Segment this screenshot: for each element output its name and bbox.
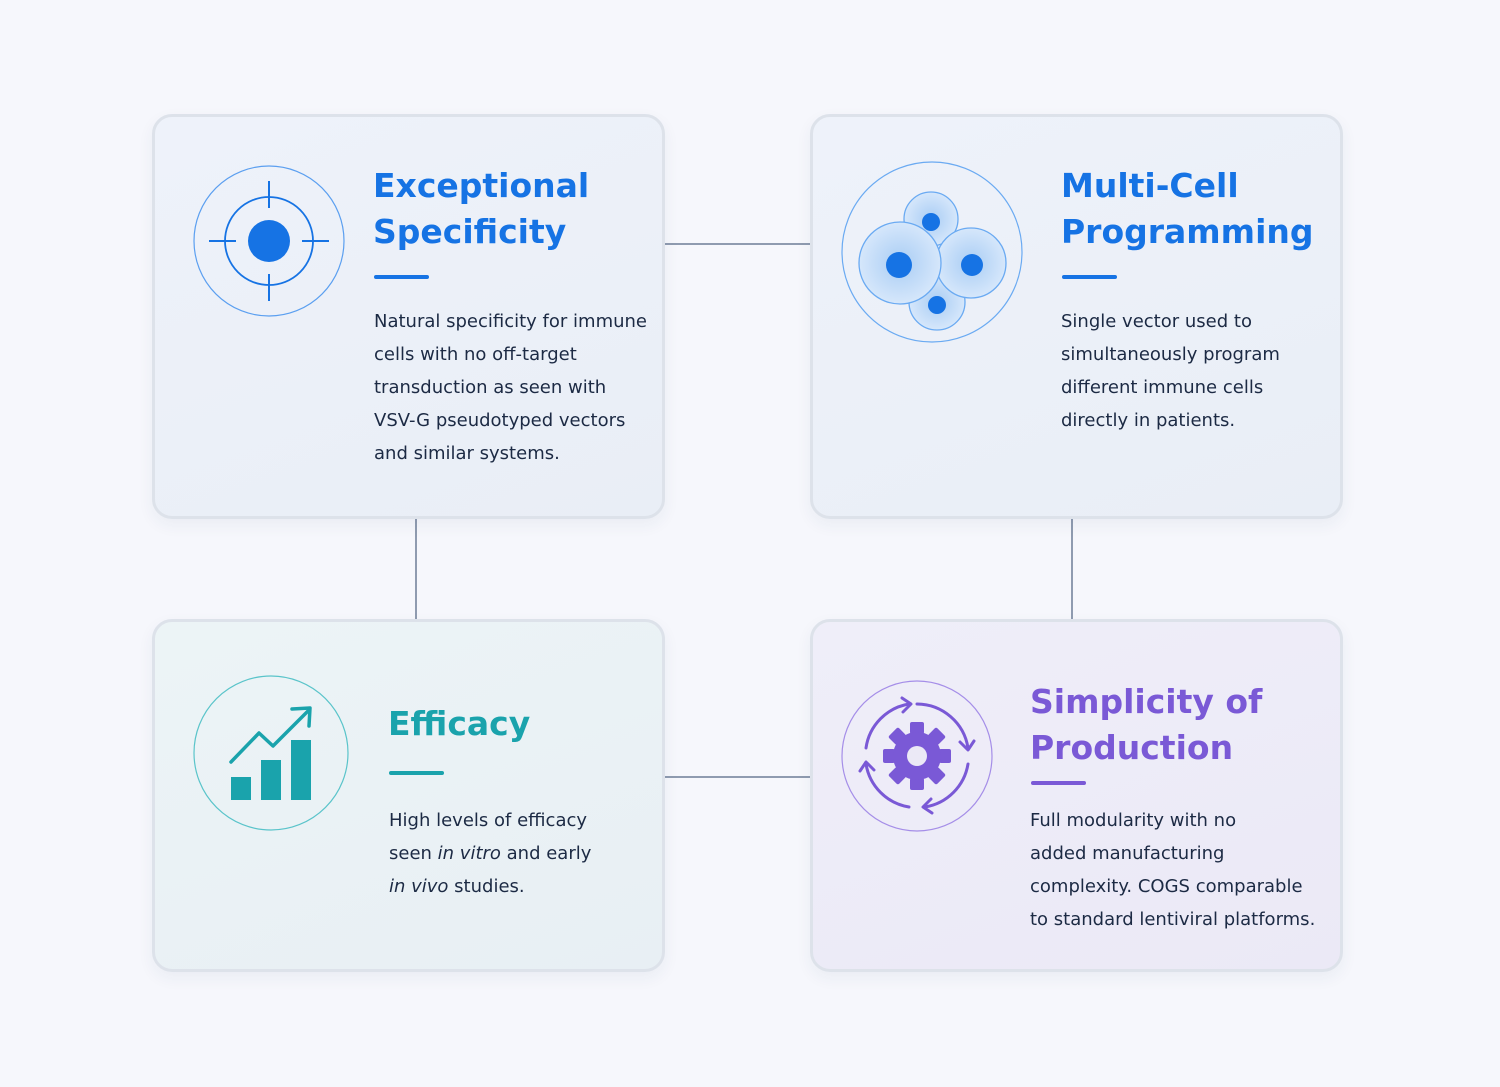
desc-line: added manufacturing: [1030, 843, 1225, 864]
desc-line: different immune cells: [1061, 377, 1264, 398]
desc-text: and early: [500, 843, 592, 864]
card-exceptional-specificity: Exceptional Specificity Natural specific…: [152, 114, 665, 519]
card-description: Natural specificity for immune cells wit…: [374, 305, 647, 470]
connector-right: [1071, 519, 1073, 619]
desc-line: simultaneously program: [1061, 344, 1280, 365]
desc-line: to standard lentiviral platforms.: [1030, 909, 1316, 930]
connector-bottom: [665, 776, 810, 778]
desc-line: Natural specificity for immune: [374, 311, 647, 332]
desc-text: studies.: [448, 876, 525, 897]
card-multi-cell-programming: Multi-Cell Programming Single vector use…: [810, 114, 1343, 519]
card-title: Exceptional Specificity: [373, 163, 589, 255]
desc-text: seen: [389, 843, 438, 864]
card-title: Efficacy: [388, 701, 530, 747]
card-title: Simplicity of Production: [1030, 679, 1262, 771]
desc-line: transduction as seen with: [374, 377, 607, 398]
title-underline: [1031, 781, 1086, 785]
desc-line: Single vector used to: [1061, 311, 1252, 332]
desc-line: seen in vitro and early: [389, 837, 591, 870]
card-description: Single vector used to simultaneously pro…: [1061, 305, 1280, 437]
title-underline: [1062, 275, 1117, 279]
bar-chart-growth-icon: [193, 675, 349, 831]
desc-emphasis: in vivo: [389, 876, 449, 897]
multiple-cells-icon: [841, 161, 1023, 343]
title-underline: [389, 771, 444, 775]
desc-line: directly in patients.: [1061, 410, 1236, 431]
title-line: Efficacy: [388, 704, 531, 743]
title-line: Programming: [1061, 212, 1314, 251]
title-line: Multi-Cell: [1061, 166, 1239, 205]
desc-emphasis: in vitro: [437, 843, 501, 864]
card-efficacy: Efficacy High levels of efficacy seen in…: [152, 619, 665, 972]
card-simplicity-of-production: Simplicity of Production Full modularity…: [810, 619, 1343, 972]
desc-line: cells with no off-target: [374, 344, 577, 365]
card-title: Multi-Cell Programming: [1061, 163, 1314, 255]
desc-line: High levels of efficacy: [389, 810, 588, 831]
title-line: Specificity: [373, 212, 567, 251]
card-description: Full modularity with no added manufactur…: [1030, 804, 1315, 936]
card-description: High levels of efficacy seen in vitro an…: [389, 804, 591, 903]
desc-line: Full modularity with no: [1030, 810, 1237, 831]
desc-line: complexity. COGS comparable: [1030, 876, 1303, 897]
connector-left: [415, 519, 417, 619]
title-underline: [374, 275, 429, 279]
desc-line: VSV-G pseudotyped vectors: [374, 410, 626, 431]
title-line: Exceptional: [373, 166, 590, 205]
connector-top: [665, 243, 810, 245]
desc-line: in vivo studies.: [389, 870, 591, 903]
title-line: Simplicity of: [1030, 682, 1263, 721]
title-line: Production: [1030, 728, 1234, 767]
gear-cycle-icon: [841, 680, 993, 832]
crosshair-target-icon: [193, 165, 345, 317]
desc-line: and similar systems.: [374, 443, 560, 464]
